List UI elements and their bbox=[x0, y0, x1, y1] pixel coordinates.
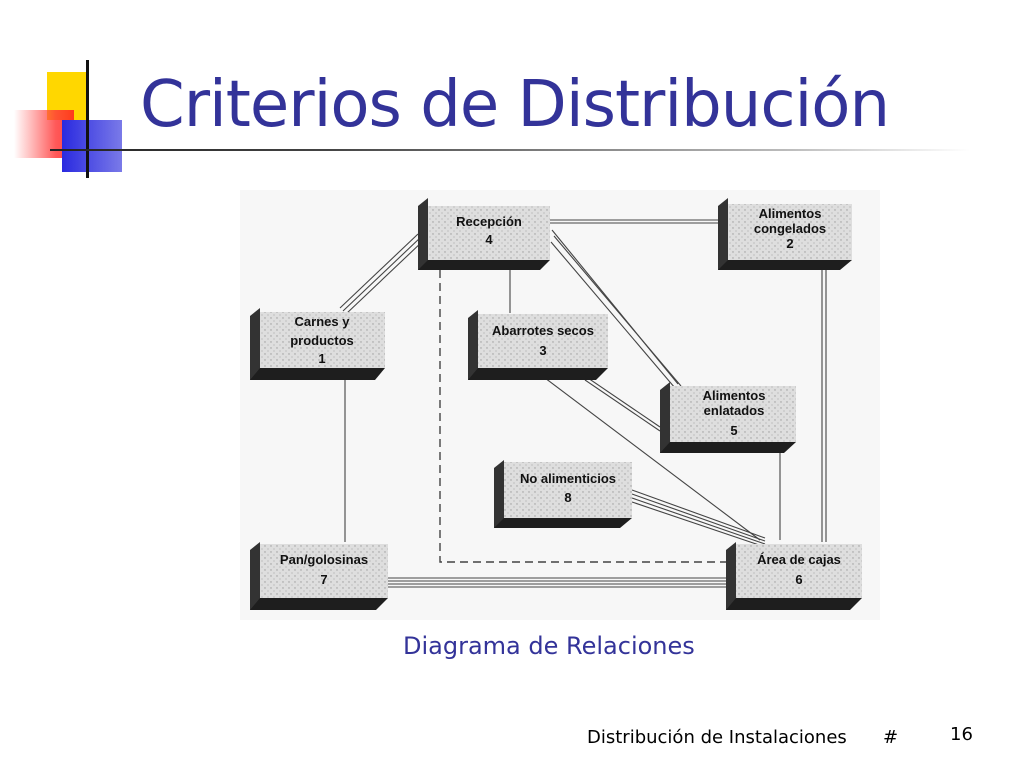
title-decoration-vertical-line bbox=[86, 60, 89, 178]
node-4-line-2: 4 bbox=[485, 232, 493, 247]
node-6-line-2: 6 bbox=[795, 572, 802, 587]
link-3-6 bbox=[544, 377, 761, 541]
node-8-line-1: No alimenticios bbox=[520, 471, 616, 486]
node-alimentos-enlatados: Alimentos enlatados 5 bbox=[660, 382, 796, 453]
relationship-lines bbox=[339, 219, 827, 588]
node-carnes-productos: Carnes y productos 1 bbox=[250, 308, 385, 380]
node-3-line-1: Abarrotes secos bbox=[492, 323, 594, 338]
node-abarrotes-secos: Abarrotes secos 3 bbox=[468, 310, 608, 380]
link-4-6-dashed bbox=[439, 270, 726, 563]
node-recepcion: Recepción 4 bbox=[418, 198, 550, 270]
link-7-6 bbox=[388, 577, 728, 588]
footer-course-name: Distribución de Instalaciones bbox=[587, 727, 847, 748]
node-alimentos-congelados: Alimentos congelados 2 bbox=[718, 198, 852, 270]
link-4-5 bbox=[550, 229, 682, 389]
link-4-1 bbox=[339, 233, 425, 315]
node-1-line-3: 1 bbox=[318, 351, 325, 366]
diagram-caption: Diagrama de Relaciones bbox=[403, 632, 695, 660]
node-7-line-2: 7 bbox=[320, 572, 327, 587]
footer-hash: # bbox=[883, 727, 899, 748]
node-4-line-1: Recepción bbox=[456, 214, 522, 229]
node-8-line-2: 8 bbox=[564, 490, 571, 505]
node-3-line-2: 3 bbox=[539, 343, 546, 358]
node-7-line-1: Pan/golosinas bbox=[280, 552, 368, 567]
node-1-line-1: Carnes y bbox=[295, 314, 351, 329]
node-5-line-1: Alimentos bbox=[703, 388, 766, 403]
relationship-diagram: Recepción 4 Alimentos congelados 2 Carne… bbox=[240, 190, 880, 620]
node-6-line-1: Área de cajas bbox=[757, 552, 841, 567]
node-2-line-2: congelados bbox=[754, 221, 826, 236]
link-2-6 bbox=[821, 270, 827, 542]
slide-title: Criterios de Distribución bbox=[140, 68, 890, 142]
node-2-line-1: Alimentos bbox=[759, 206, 822, 221]
title-underline bbox=[50, 149, 970, 151]
link-4-2 bbox=[550, 219, 718, 224]
node-1-line-2: productos bbox=[290, 333, 354, 348]
node-5-line-2: enlatados bbox=[704, 403, 765, 418]
link-8-6 bbox=[631, 489, 766, 548]
diagram-canvas: Recepción 4 Alimentos congelados 2 Carne… bbox=[250, 198, 862, 610]
slide-number: 16 bbox=[950, 724, 973, 745]
title-decoration-blue-square bbox=[62, 120, 122, 172]
link-3-5 bbox=[584, 375, 661, 432]
node-no-alimenticios: No alimenticios 8 bbox=[494, 460, 632, 528]
node-pan-golosinas: Pan/golosinas 7 bbox=[250, 542, 388, 610]
node-area-de-cajas: Área de cajas 6 bbox=[726, 542, 862, 610]
node-2-line-3: 2 bbox=[786, 236, 793, 251]
node-5-line-3: 5 bbox=[730, 423, 737, 438]
